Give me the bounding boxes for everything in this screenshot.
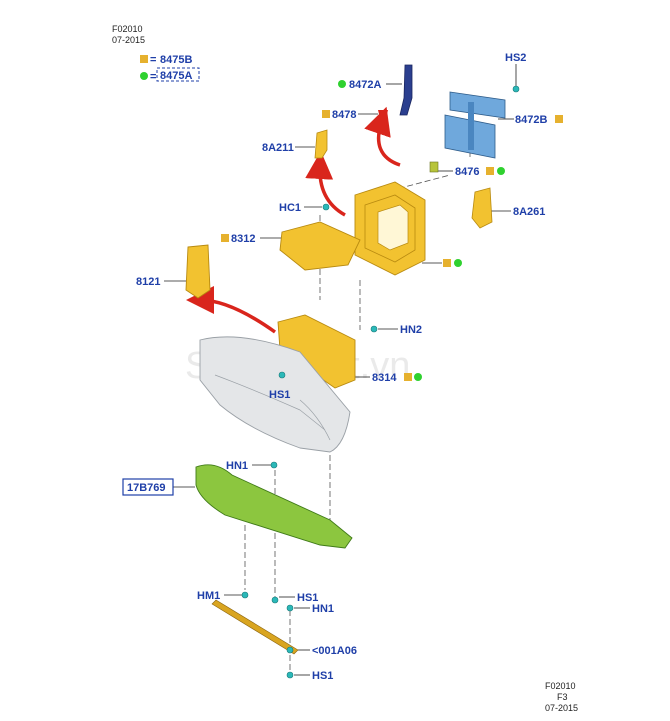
circle-marker-icon: [497, 167, 505, 175]
label-8472b: 8472B: [515, 114, 547, 126]
square-marker-icon: [140, 55, 148, 63]
fastener-icon: [271, 596, 279, 604]
square-marker-icon: [404, 373, 412, 381]
label-hs1-bottom: HS1: [312, 670, 333, 682]
circle-marker-icon: [454, 259, 462, 267]
red-curved-arrow-icon: [186, 106, 401, 334]
part-8472b-deflector: [444, 91, 506, 159]
square-marker-icon: [221, 234, 229, 242]
header-date: 07-2015: [112, 35, 146, 45]
label-8472a: 8472A: [349, 79, 381, 91]
part-8478-clip: [378, 110, 388, 118]
header-code: F02010: [112, 24, 143, 34]
label-hn1-mid: HN1: [226, 460, 248, 472]
label-8121: 8121: [136, 276, 160, 288]
label-8476: 8476: [455, 166, 479, 178]
label-8312: 8312: [231, 233, 255, 245]
red-curved-arrow-icon: [186, 286, 277, 334]
part-radiator-support: [354, 181, 426, 276]
fastener-icon: [286, 671, 294, 679]
label-hn2: HN2: [400, 324, 422, 336]
fastener-icon: [241, 591, 249, 599]
fastener-icon: [322, 203, 330, 211]
part-17b769-splash-shield: [195, 464, 353, 549]
part-8a211-bracket: [314, 129, 328, 159]
square-marker-icon: [443, 259, 451, 267]
part-labels: HS2 8472A 8478 8472B 8A211 8476 HC1 8A26…: [127, 52, 547, 682]
square-marker-icon: [322, 110, 330, 118]
part-8472a-bracket: [399, 64, 413, 116]
fastener-icon: [286, 646, 294, 654]
fastener-icon: [270, 461, 278, 469]
part-lower-strip: [211, 599, 299, 655]
label-8a261: 8A261: [513, 206, 545, 218]
legend-equals-2: =: [150, 71, 156, 83]
label-hs2: HS2: [505, 52, 526, 64]
fastener-icon: [286, 604, 294, 612]
label-17b769: 17B769: [127, 482, 166, 494]
legend-square-part: 8475B: [160, 54, 192, 66]
circle-marker-icon: [140, 72, 148, 80]
label-001a06: <001A06: [312, 645, 357, 657]
legend-equals-1: =: [150, 54, 156, 66]
label-8314: 8314: [372, 372, 397, 384]
fastener-icon: [370, 325, 378, 333]
footer-code: F02010: [545, 681, 576, 691]
part-markers: [221, 80, 563, 381]
red-curved-arrow-icon: [364, 106, 401, 167]
legend-circle-part: 8475A: [160, 70, 192, 82]
square-marker-icon: [486, 167, 494, 175]
red-curved-arrow-icon: [305, 151, 346, 217]
part-bumper-cover: [199, 336, 351, 453]
fasteners: [241, 85, 520, 679]
label-hc1: HC1: [279, 202, 301, 214]
label-8a211: 8A211: [262, 142, 294, 154]
label-17b769-box: [122, 478, 174, 496]
fastener-icon: [278, 371, 286, 379]
part-8476-clip: [429, 161, 439, 173]
footer-meta: F02010 F3 07-2015: [535, 681, 578, 714]
legend: = 8475B = 8475A: [140, 54, 200, 83]
part-8312-air-duct: [279, 221, 361, 271]
footer-date: 07-2015: [545, 703, 579, 713]
fastener-icon: [512, 85, 520, 93]
circle-marker-icon: [414, 373, 422, 381]
circle-marker-icon: [338, 80, 346, 88]
footer-sheet: F3: [557, 692, 568, 702]
part-8121-bracket: [185, 244, 211, 299]
label-8478: 8478: [332, 109, 356, 121]
label-hn1-low: HN1: [312, 603, 334, 615]
label-hs1-mid: HS1: [269, 389, 290, 401]
label-hm1: HM1: [197, 590, 220, 602]
label-hs1-low: HS1: [297, 592, 318, 604]
header-meta: F02010 07-2015: [112, 24, 145, 46]
part-8a261-bracket: [471, 187, 493, 229]
legend-dashed-box: [156, 67, 200, 82]
square-marker-icon: [555, 115, 563, 123]
